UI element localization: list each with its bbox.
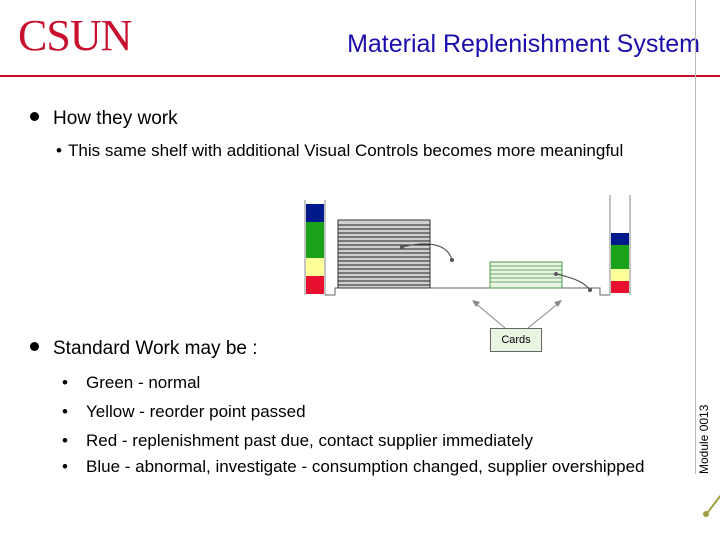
bullet-standard-work: Standard Work may be : <box>30 338 258 360</box>
card-dot-icon <box>450 258 454 262</box>
sub-bullet-shelf: • This same shelf with additional Visual… <box>56 140 648 162</box>
right-blue-zone <box>611 233 629 245</box>
bullet-dot-icon <box>30 112 39 122</box>
card-dot-icon <box>400 245 404 249</box>
left-red-zone <box>306 276 324 294</box>
right-yellow-zone <box>611 269 629 281</box>
arrowhead-icon <box>554 300 562 307</box>
card-flow-arrow <box>401 243 453 261</box>
bullet-how-they-work: How they work <box>30 108 178 130</box>
list-item-text: Red - replenishment past due, contact su… <box>86 431 533 450</box>
list-bullet-icon: • <box>62 457 68 476</box>
list-item: • Green - normal <box>62 368 668 397</box>
pen-icon <box>707 494 720 513</box>
shelf-outline <box>325 287 610 296</box>
right-red-zone <box>611 281 629 293</box>
callout-arrow <box>473 301 506 329</box>
left-green-zone <box>306 222 324 258</box>
cards-label: Cards <box>490 328 542 352</box>
list-item-text: Green - normal <box>86 373 201 392</box>
right-green-zone <box>611 245 629 269</box>
side-divider <box>695 0 696 474</box>
sub-bullet-text: This same shelf with additional Visual C… <box>68 141 624 160</box>
grey-bin-stack <box>337 219 431 289</box>
title-divider <box>0 75 720 77</box>
list-item: • Blue - abnormal, investigate - consumpt… <box>62 455 646 479</box>
card-flow-arrow <box>555 273 591 291</box>
left-yellow-zone <box>306 258 324 276</box>
bullet-dot-icon <box>30 342 39 352</box>
pen-tip-icon <box>703 511 709 517</box>
list-bullet-icon: • <box>62 431 68 450</box>
sub-bullet-icon: • <box>56 141 62 160</box>
card-dot-icon <box>554 272 558 276</box>
bullet-text: How they work <box>53 108 178 129</box>
left-blue-zone <box>306 204 324 222</box>
slide-title: Material Replenishment System <box>347 30 700 58</box>
list-bullet-icon: • <box>62 373 68 392</box>
list-item-text: Blue - abnormal, investigate - consumpti… <box>86 457 645 476</box>
list-item: • Red - replenishment past due, contact s… <box>62 426 668 455</box>
list-bullet-icon: • <box>62 402 68 421</box>
list-item-text: Yellow - reorder point passed <box>86 402 306 421</box>
bullet-text: Standard Work may be : <box>53 338 258 359</box>
arrowhead-icon <box>472 300 480 307</box>
color-meaning-list: • Green - normal • Yellow - reorder point … <box>62 368 668 479</box>
green-bin-stack <box>489 261 563 289</box>
list-item: • Yellow - reorder point passed <box>62 397 668 426</box>
card-dot-icon <box>588 288 592 292</box>
csun-logo: CSUN <box>18 11 132 60</box>
callout-arrow <box>527 301 561 329</box>
module-label: Module 0013 <box>697 404 711 474</box>
